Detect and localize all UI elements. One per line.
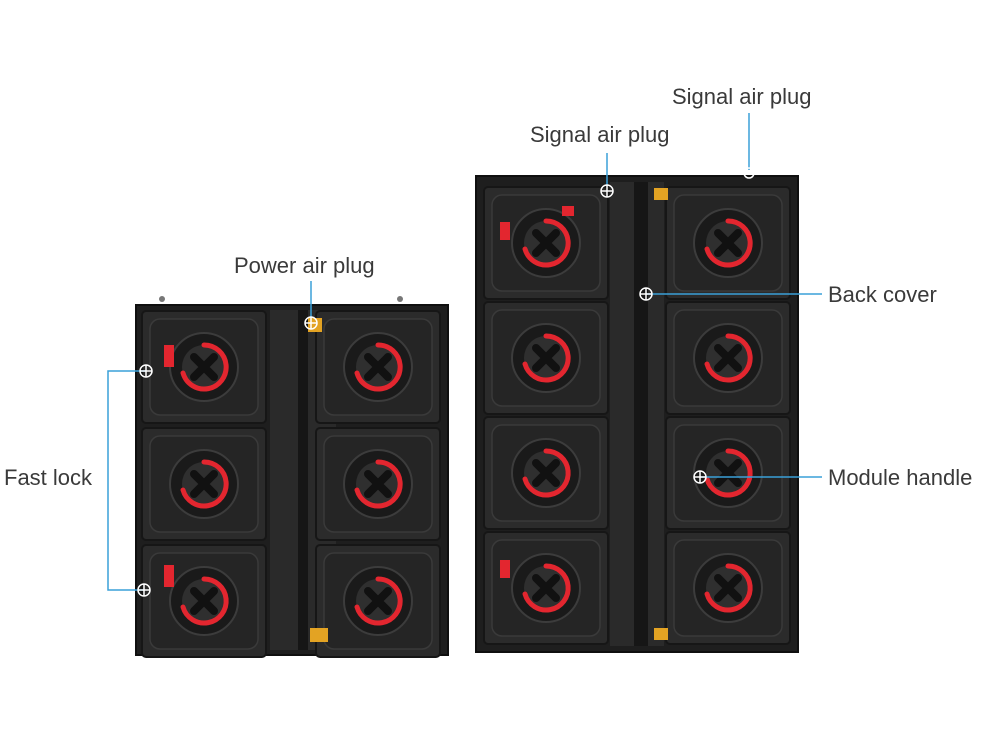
signal-plug-marker-right xyxy=(743,167,755,179)
back-cover-marker xyxy=(639,287,653,301)
module-handle-label: Module handle xyxy=(828,465,972,490)
fast-lock-marker-bottom xyxy=(137,583,151,597)
module-handle-marker xyxy=(693,470,707,484)
power-air-plug-label: Power air plug xyxy=(234,253,375,278)
power-plug-marker xyxy=(304,316,318,330)
right-cabinet xyxy=(475,175,799,653)
callout-markers xyxy=(137,167,755,597)
signal-air-plug-left-label: Signal air plug xyxy=(530,122,669,147)
callout-leaders xyxy=(107,113,822,591)
back-cover-label: Back cover xyxy=(828,282,937,307)
signal-air-plug-right-label: Signal air plug xyxy=(672,84,811,109)
left-cabinet xyxy=(135,296,449,657)
signal-plug-marker-left xyxy=(600,184,614,198)
fast-lock-label: Fast lock xyxy=(4,465,93,490)
fast-lock-marker-top xyxy=(139,364,153,378)
